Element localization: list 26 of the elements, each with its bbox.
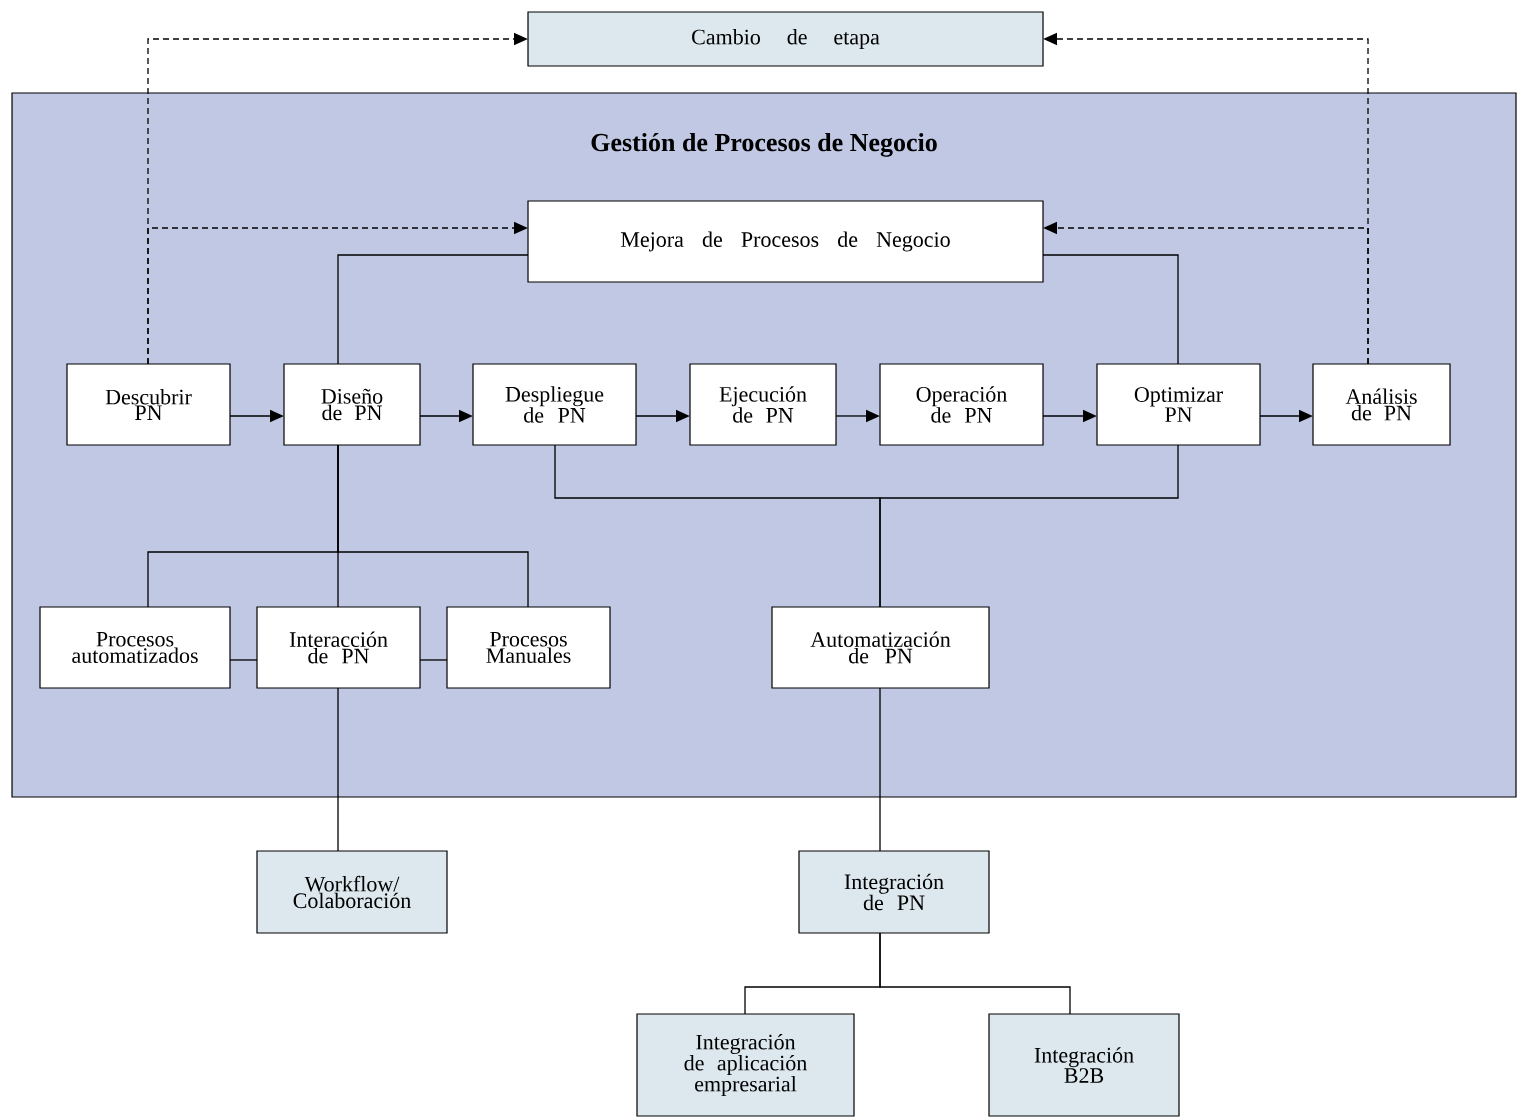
process-box: Descubrir PN bbox=[66, 363, 231, 446]
process-box: Integración de aplicación empresarial bbox=[636, 1013, 855, 1117]
process-box: Diseño de PN bbox=[283, 363, 421, 446]
process-box: Integración de PN bbox=[798, 850, 990, 934]
process-box: Procesos Manuales bbox=[446, 606, 611, 689]
process-box: Optimizar PN bbox=[1096, 363, 1261, 446]
process-box: Ejecución de PN bbox=[689, 363, 837, 446]
connector-line bbox=[419, 659, 448, 661]
process-box: Integración B2B bbox=[988, 1013, 1180, 1117]
connector-line bbox=[879, 932, 1071, 1015]
process-box: Interacción de PN bbox=[256, 606, 421, 689]
process-box: Automatización de PN bbox=[771, 606, 990, 689]
connector-line bbox=[337, 687, 339, 852]
process-box: Mejora de Procesos de Negocio bbox=[527, 200, 1044, 283]
process-box: Procesos automatizados bbox=[39, 606, 231, 689]
connector-line bbox=[229, 659, 258, 661]
connector-line bbox=[879, 687, 881, 852]
connector-line bbox=[879, 444, 1179, 608]
process-box: Operación de PN bbox=[879, 363, 1044, 446]
connector-line bbox=[1042, 254, 1179, 365]
process-box: Despliegue de PN bbox=[472, 363, 637, 446]
connector-line bbox=[337, 254, 529, 365]
connector-line bbox=[337, 444, 529, 608]
process-box: Cambio de etapa bbox=[527, 11, 1044, 67]
process-box: Workflow/ Colaboración bbox=[256, 850, 448, 934]
process-box: Análisis de PN bbox=[1312, 363, 1451, 446]
